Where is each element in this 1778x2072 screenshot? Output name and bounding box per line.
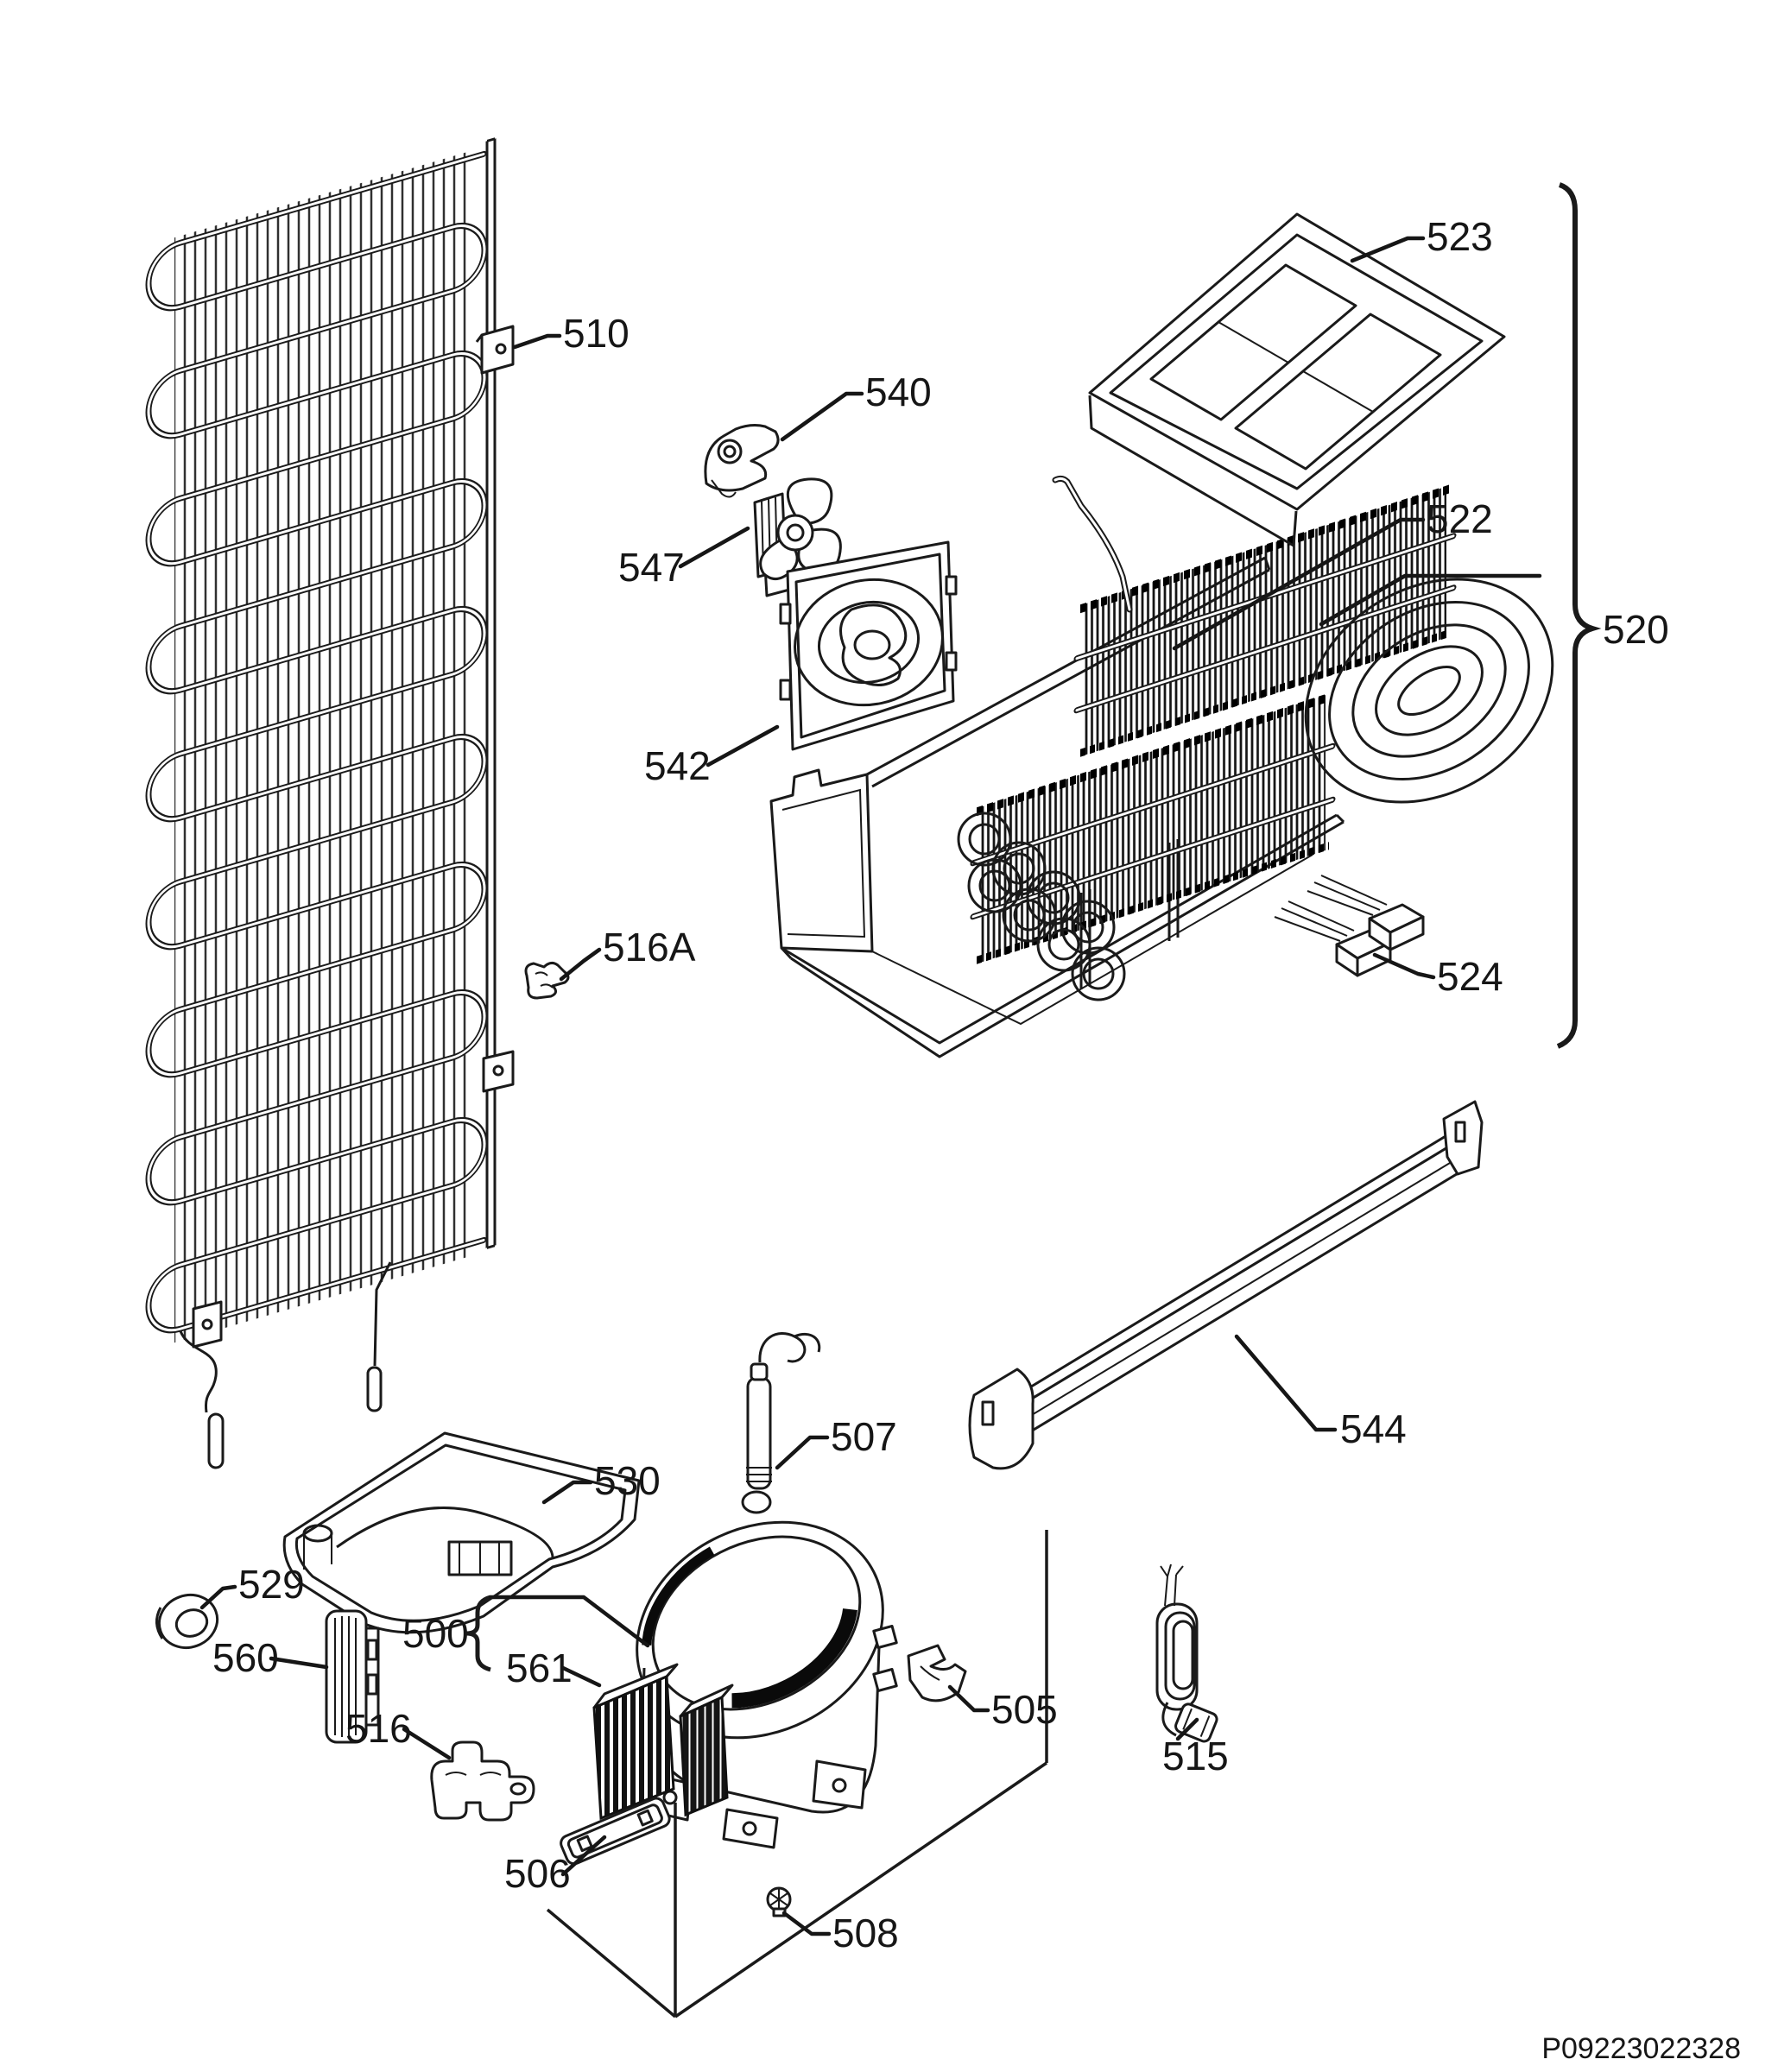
leader-508 — [781, 1911, 832, 1936]
compressor — [636, 1520, 898, 1849]
callout-540: 540 — [865, 370, 932, 414]
leader-522 — [1172, 517, 1426, 651]
leader-540 — [780, 391, 864, 442]
callout-524: 524 — [1437, 954, 1503, 999]
document-code: P09223022328 — [1541, 2032, 1741, 2065]
callout-560: 560 — [212, 1635, 279, 1680]
callout-516A: 516A — [603, 925, 696, 970]
callout-520: 520 — [1603, 607, 1669, 652]
callout-500: 500 — [402, 1611, 469, 1656]
evaporator-hairpin-loops — [1304, 578, 1554, 804]
evaporator-fin-band-lower — [970, 692, 1336, 964]
condenser-bracket-top — [475, 325, 515, 375]
callout-542: 542 — [644, 743, 711, 788]
fan-shroud — [779, 540, 958, 751]
condenser-bracket-bottom — [192, 1300, 223, 1349]
clip-516A — [524, 961, 570, 1000]
callout-506: 506 — [504, 1851, 571, 1896]
leader-506 — [560, 1835, 607, 1877]
group-brace-520 — [1319, 182, 1602, 1049]
wiring-harness — [1155, 1563, 1218, 1743]
leader-523 — [1350, 236, 1426, 263]
clip-516 — [430, 1740, 535, 1822]
brace-500 — [465, 1595, 491, 1672]
evaporator-coil — [957, 475, 1554, 1001]
condenser-bracket-middle — [482, 1050, 515, 1093]
callout-516: 516 — [345, 1706, 412, 1751]
nut-508 — [766, 1886, 792, 1917]
connector-blocks — [1274, 875, 1425, 977]
control-unit-561 — [592, 1663, 734, 1821]
sensor-probe — [741, 1332, 821, 1514]
callout-547: 547 — [618, 545, 685, 590]
compartment-outline — [546, 1530, 1048, 2018]
callout-561: 561 — [506, 1646, 573, 1690]
leader-561 — [560, 1665, 602, 1688]
plate-506 — [560, 1797, 671, 1866]
evaporator-loop-ends — [957, 812, 1126, 1001]
leader-515 — [1175, 1717, 1199, 1741]
leader-529 — [199, 1584, 237, 1610]
leader-560 — [269, 1656, 329, 1670]
leader-510 — [512, 333, 562, 350]
callout-508: 508 — [832, 1911, 899, 1955]
tray-pocket — [1149, 263, 1357, 421]
condenser-wire-tails — [179, 1261, 392, 1469]
callout-510: 510 — [563, 311, 630, 356]
tray-pocket — [1234, 313, 1442, 471]
leader-530 — [541, 1480, 593, 1505]
leader-500 — [488, 1595, 650, 1648]
callouts: 510 540 547 542 516A 523 522 520 524 544… — [199, 214, 1669, 1955]
callout-522: 522 — [1427, 496, 1493, 541]
leader-544 — [1234, 1334, 1338, 1432]
callout-515: 515 — [1162, 1734, 1229, 1778]
callout-544: 544 — [1340, 1406, 1407, 1451]
drip-tray — [282, 1431, 641, 1634]
evaporator-pipe-522 — [1052, 475, 1133, 613]
starter-device — [325, 1609, 380, 1744]
leader-516 — [402, 1727, 452, 1760]
fan-blade — [753, 477, 842, 597]
leader-547 — [678, 526, 750, 569]
defrost-tray — [1088, 212, 1506, 547]
leader-505 — [947, 1684, 990, 1713]
condenser-grid — [145, 137, 515, 1469]
callout-507: 507 — [831, 1414, 897, 1459]
callout-505: 505 — [991, 1687, 1058, 1732]
leader-542 — [706, 724, 780, 768]
callout-529: 529 — [238, 1562, 305, 1607]
rail-544 — [968, 1100, 1484, 1470]
callout-523: 523 — [1427, 214, 1493, 259]
leader-507 — [775, 1435, 830, 1470]
callout-530: 530 — [594, 1458, 661, 1503]
leader-516A — [559, 947, 602, 982]
leader-524 — [1372, 952, 1436, 980]
fan-motor-mount — [704, 424, 780, 498]
